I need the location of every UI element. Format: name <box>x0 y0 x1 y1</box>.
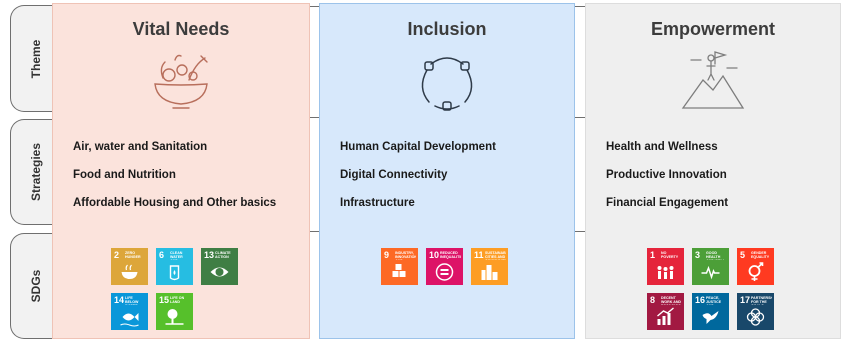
row-label-strategies-text: Strategies <box>28 142 43 202</box>
linked-arms-icon <box>421 57 473 111</box>
rings-icon <box>746 308 765 326</box>
eye-earth-icon <box>210 267 229 277</box>
water-drop-icon <box>169 265 180 281</box>
sdg-number: 3 <box>695 250 701 260</box>
sdg-tile: 3 Good Health and Well-Being <box>692 248 729 285</box>
sdg-label: Life on Land <box>170 296 185 304</box>
sdg-label: Good Health and Well-Being <box>706 251 726 260</box>
sdg-label: Reduced Inequalities <box>440 251 461 259</box>
sdg-tile: 6 Clean Water and Sanitation <box>156 248 193 285</box>
sdg-tile: 14 Life Below Water <box>111 293 148 330</box>
strategy-item: Food and Nutrition <box>73 169 176 181</box>
equals-icon <box>435 263 454 281</box>
sdg-label: Gender Equality <box>751 251 770 259</box>
sdg-grid: 1 No Poverty 3 Good Health and Well-Bein… <box>647 248 774 330</box>
row-divider <box>310 117 319 118</box>
sdg-label: Zero Hunger <box>125 251 141 259</box>
row-label-theme: Theme <box>10 5 60 112</box>
strategy-item: Financial Engagement <box>606 197 729 209</box>
sdg-tile: 9 Industry, Innovation and Infrastructur… <box>381 248 418 285</box>
sdg-number: 13 <box>204 250 215 260</box>
sdg-label: No Poverty <box>661 251 679 259</box>
sdg-tile: 16 Peace, Justice and Strong Institution… <box>692 293 729 330</box>
column-title: Empowerment <box>650 19 776 39</box>
sdg-number: 8 <box>650 295 656 305</box>
strategy-item: Digital Connectivity <box>340 169 448 181</box>
sdg-tile: 15 Life on Land <box>156 293 193 330</box>
sdg-number: 11 <box>474 250 484 260</box>
sdg-grid: 9 Industry, Innovation and Infrastructur… <box>381 248 508 285</box>
sdg-tile: 17 Partnerships for the Goals <box>737 293 774 330</box>
sdg-number: 14 <box>114 295 125 305</box>
cubes-icon <box>392 264 406 277</box>
row-divider <box>310 6 319 7</box>
strategy-item: Human Capital Development <box>340 141 496 153</box>
sdg-number: 10 <box>429 250 440 260</box>
sdg-grid: 2 Zero Hunger 6 Clean Water and Sanitati… <box>111 248 238 330</box>
sdg-label: Peace, Justice and Strong Institutions <box>706 296 722 305</box>
mountain-flag-icon <box>681 51 745 109</box>
row-divider <box>310 231 319 232</box>
bowl-icon <box>121 264 138 279</box>
strategy-item: Affordable Housing and Other basics <box>73 197 277 209</box>
row-divider <box>575 231 585 232</box>
column-empowerment: Empowerment Health and Wellness Producti… <box>585 3 841 339</box>
sdg-label: Sustainable Cities and Communities <box>485 251 506 260</box>
strategy-list: Air, water and Sanitation Food and Nutri… <box>73 141 276 225</box>
row-label-strategies: Strategies <box>10 119 60 225</box>
row-label-sdgs: SDGs <box>10 233 60 339</box>
sdg-number: 5 <box>740 250 746 260</box>
sdg-tile: 1 No Poverty <box>647 248 684 285</box>
sdg-label: Industry, Innovation and Infrastructure <box>395 251 416 260</box>
sdg-number: 16 <box>695 295 706 305</box>
gender-icon <box>748 262 764 281</box>
column-vital-needs: Vital Needs Air, water and Sanitation Fo… <box>52 3 310 339</box>
tree-icon <box>165 309 184 325</box>
row-label-sdgs-text: SDGs <box>28 269 43 303</box>
sdg-label: Partnerships for the Goals <box>751 296 772 305</box>
fish-icon <box>120 313 139 327</box>
column-title: Inclusion <box>407 19 487 39</box>
heartbeat-icon <box>701 265 720 280</box>
sdg-number: 1 <box>650 250 656 260</box>
sdg-tile: 10 Reduced Inequalities <box>426 248 463 285</box>
sdg-tile: 8 Decent Work and Economic Growth <box>647 293 684 330</box>
sdg-number: 9 <box>384 250 390 260</box>
column-title: Vital Needs <box>132 19 230 39</box>
sdg-tile: 2 Zero Hunger <box>111 248 148 285</box>
sdg-tile: 11 Sustainable Cities and Communities <box>471 248 508 285</box>
strategy-list: Human Capital Development Digital Connec… <box>340 141 496 225</box>
sdg-label: Decent Work and Economic Growth <box>661 296 682 305</box>
sdg-label: Clean Water and Sanitation <box>170 251 183 260</box>
sdg-number: 2 <box>114 250 120 260</box>
sdg-number: 6 <box>159 250 165 260</box>
strategy-item: Productive Innovation <box>606 169 727 181</box>
strategy-item: Health and Wellness <box>606 141 718 153</box>
dove-icon <box>702 311 719 324</box>
column-inclusion: Inclusion Human Capital Development Digi… <box>319 3 575 339</box>
salad-bowl-icon <box>154 54 208 109</box>
family-icon <box>657 266 674 279</box>
row-label-theme-text: Theme <box>28 39 43 78</box>
sdg-tile: 5 Gender Equality <box>737 248 774 285</box>
buildings-icon <box>481 265 498 280</box>
growth-chart-icon <box>657 307 674 325</box>
sdg-number: 17 <box>740 295 751 305</box>
sdg-tile: 13 Climate Action <box>201 248 238 285</box>
row-divider <box>575 6 585 7</box>
row-divider <box>575 117 585 118</box>
strategy-list: Health and Wellness Productive Innovatio… <box>606 141 728 225</box>
sdg-number: 15 <box>159 295 170 305</box>
sdg-label: Life Below Water <box>125 296 139 305</box>
strategy-item: Air, water and Sanitation <box>73 141 208 153</box>
sdg-label: Climate Action <box>215 251 231 259</box>
strategy-item: Infrastructure <box>340 197 415 209</box>
